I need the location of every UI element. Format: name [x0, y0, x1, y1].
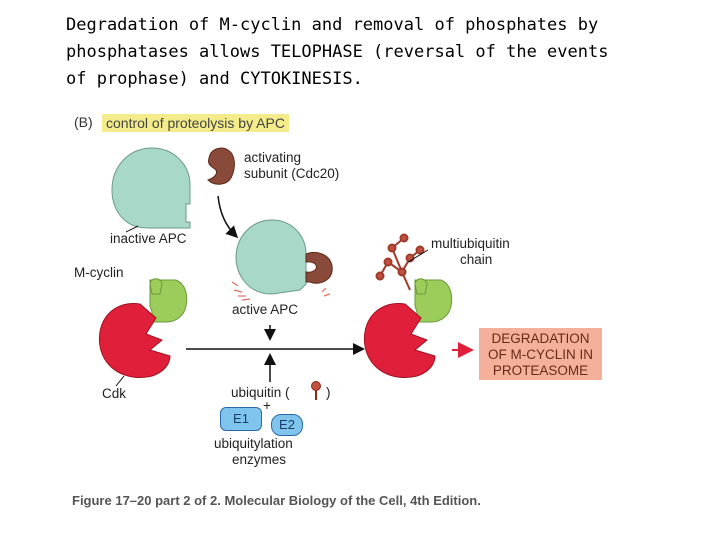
inactive-apc-shape: [111, 147, 191, 229]
e1-enzyme: E1: [220, 407, 262, 431]
degradation-line-2: OF M-CYCLIN IN: [487, 347, 593, 362]
chain-label: chain: [460, 252, 493, 267]
active-apc-label: active APC: [232, 302, 299, 317]
heading-line-1: Degradation of M-cyclin and removal of p…: [66, 15, 599, 35]
activating-label-line-1: activating: [244, 150, 302, 165]
m-cyclin-shape-left: [149, 278, 188, 323]
cdk-shape-right: [363, 303, 436, 378]
cdk-pointer: [115, 375, 125, 387]
ubiquitylation-label: ubiquitylation: [214, 436, 293, 451]
degradation-box: DEGRADATION OF M-CYCLIN IN PROTEASOME: [479, 328, 602, 380]
panel-label: (B): [74, 114, 93, 130]
degradation-line-3: PROTEASOME: [492, 363, 589, 378]
inactive-apc-label: inactive APC: [110, 231, 187, 246]
inactive-apc-pointer: [125, 225, 139, 233]
slide-heading: Degradation of M-cyclin and removal of p…: [66, 12, 666, 93]
multiubiquitin-chain: [375, 233, 425, 291]
figure-caption: Figure 17–20 part 2 of 2. Molecular Biol…: [72, 493, 481, 508]
multiubiquitin-label: multiubiquitin: [431, 236, 510, 251]
m-cyclin-label: M-cyclin: [74, 265, 124, 280]
activating-label-line-2: subunit (Cdc20): [244, 166, 340, 181]
heading-line-3: of prophase) and CYTOKINESIS.: [66, 69, 363, 89]
plus-sign: +: [263, 398, 271, 413]
active-apc-shape: [231, 219, 333, 301]
e2-enzyme: E2: [271, 414, 303, 436]
cdk-shape-left: [98, 303, 171, 378]
ubiquitin-icon: [311, 381, 321, 400]
cdc20-subunit-shape: [207, 147, 235, 185]
ubiquitin-label: ubiquitin (: [231, 385, 290, 400]
cdk-label: Cdk: [102, 386, 127, 401]
heading-line-2: phosphatases allows TELOPHASE (reversal …: [66, 42, 609, 62]
m-cyclin-shape-right: [414, 278, 453, 323]
activation-arrow: [217, 195, 239, 239]
panel-title: control of proteolysis by APC: [102, 114, 289, 132]
enzymes-label: enzymes: [232, 452, 287, 467]
degradation-line-1: DEGRADATION: [491, 331, 590, 346]
ubiquitin-close-paren: ): [326, 385, 331, 400]
multiubiquitin-pointer: [407, 249, 429, 263]
